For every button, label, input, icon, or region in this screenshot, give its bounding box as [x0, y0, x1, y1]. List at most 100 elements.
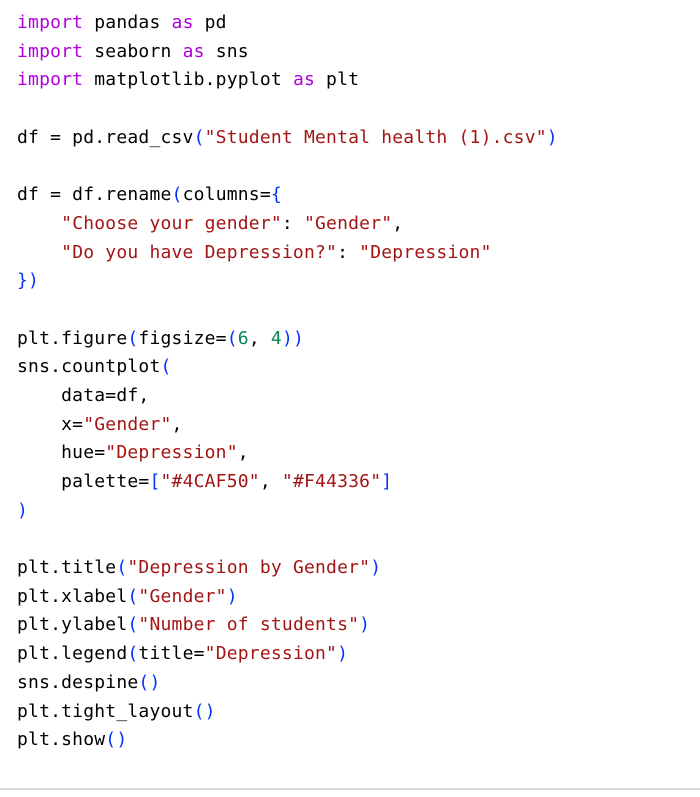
- code-token-plain: figsize=: [138, 327, 227, 349]
- code-line: plt.title("Depression by Gender"): [17, 554, 700, 583]
- code-line: [17, 95, 700, 124]
- code-token-plain: ,: [248, 327, 271, 349]
- code-token-plain: pandas: [83, 12, 172, 33]
- code-line: plt.figure(figsize=(6, 4)): [17, 325, 700, 354]
- code-token-string: "Depression by Gender": [127, 557, 371, 579]
- code-token-plain: ,: [237, 442, 249, 464]
- code-token-plain: plt.tight_layout: [17, 700, 194, 722]
- code-token-plain: sns.countplot: [17, 356, 161, 378]
- code-token-string: "Depression": [359, 241, 492, 263]
- code-line: [17, 152, 700, 181]
- code-token-keyword: as: [182, 40, 205, 62]
- code-line: data=df,: [17, 382, 700, 411]
- code-token-number: 4: [270, 327, 282, 349]
- code-token-plain: df = df.rename: [17, 184, 172, 206]
- code-token-plain: plt: [315, 69, 360, 91]
- code-line: plt.ylabel("Number of students"): [17, 611, 700, 640]
- code-token-string: "Gender": [83, 413, 172, 435]
- code-token-plain: ,: [259, 471, 282, 492]
- code-line: sns.countplot(: [17, 353, 700, 382]
- code-line: import seaborn as sns: [17, 38, 700, 67]
- code-line: df = df.rename(columns={: [17, 181, 700, 210]
- code-token-plain: ,: [171, 413, 183, 435]
- code-token-bracket: (: [127, 327, 139, 349]
- code-token-plain: plt.show: [17, 729, 106, 751]
- code-token-bracket: (: [171, 184, 183, 206]
- code-token-plain: plt.xlabel: [17, 585, 128, 607]
- code-line: [17, 525, 700, 554]
- code-line: }): [17, 267, 700, 296]
- code-token-plain: palette=: [17, 471, 150, 492]
- code-token-bracket: ): [359, 614, 371, 636]
- code-line: df = pd.read_csv("Student Mental health …: [17, 124, 700, 153]
- code-token-string: "Choose your gender": [61, 212, 282, 234]
- code-token-plain: title=: [138, 643, 205, 665]
- code-line: palette=["#4CAF50", "#F44336"]: [17, 468, 700, 497]
- code-token-keyword: as: [292, 69, 316, 91]
- code-line: plt.tight_layout(): [17, 698, 700, 727]
- code-token-keyword: import: [17, 69, 84, 91]
- code-token-plain: [17, 242, 61, 263]
- code-token-plain: columns=: [182, 184, 271, 206]
- code-token-plain: plt.figure: [17, 327, 128, 349]
- code-token-string: "Gender": [303, 212, 393, 234]
- code-token-keyword: import: [17, 40, 84, 62]
- code-token-string: "Depression": [105, 442, 238, 464]
- code-line: ): [17, 497, 700, 526]
- code-token-plain: sns.despine: [17, 671, 139, 693]
- code-token-bracket: (: [160, 356, 172, 378]
- code-token-bracket: (): [138, 671, 161, 693]
- code-token-bracket: }): [17, 270, 40, 292]
- code-token-plain: seaborn: [83, 40, 183, 62]
- code-token-string: "Student Mental health (1).csv": [204, 126, 547, 148]
- code-token-plain: sns: [204, 40, 249, 62]
- code-line: plt.show(): [17, 726, 700, 755]
- code-token-bracket: (): [105, 729, 128, 751]
- code-token-plain: pd: [193, 12, 227, 33]
- code-token-bracket: (: [127, 614, 139, 636]
- code-token-bracket: ): [370, 557, 382, 579]
- code-line: "Choose your gender": "Gender",: [17, 210, 700, 239]
- code-token-bracket: (: [127, 643, 139, 665]
- code-line: plt.legend(title="Depression"): [17, 640, 700, 669]
- code-token-plain: plt.ylabel: [17, 614, 128, 636]
- code-token-number: 6: [237, 327, 249, 349]
- bottom-divider: [0, 788, 700, 790]
- code-token-string: "Do you have Depression?": [61, 241, 338, 263]
- code-line: "Do you have Depression?": "Depression": [17, 239, 700, 268]
- code-token-bracket: ): [17, 499, 29, 521]
- code-token-plain: data=df,: [17, 384, 150, 406]
- code-token-bracket: (): [193, 700, 216, 722]
- code-token-bracket: {: [270, 184, 282, 206]
- code-token-plain: plt.legend: [17, 643, 128, 665]
- code-token-string: "#4CAF50": [160, 471, 260, 492]
- code-line: import matplotlib.pyplot as plt: [17, 66, 700, 95]
- code-token-string: "#F44336": [281, 471, 382, 492]
- code-token-bracket: (: [226, 327, 238, 349]
- code-token-plain: matplotlib.pyplot: [83, 69, 293, 91]
- code-line: sns.despine(): [17, 669, 700, 698]
- code-token-plain: plt.title: [17, 557, 117, 579]
- code-line: [17, 296, 700, 325]
- code-token-plain: :: [281, 212, 304, 234]
- code-token-plain: [17, 213, 61, 234]
- code-token-bracket: [: [149, 471, 161, 492]
- code-line: hue="Depression",: [17, 439, 700, 468]
- code-token-bracket: (: [127, 585, 139, 607]
- code-token-string: "Depression": [204, 643, 338, 665]
- code-token-plain: :: [337, 241, 360, 263]
- code-token-plain: ,: [392, 212, 404, 234]
- code-token-plain: df = pd.read_csv: [17, 126, 194, 148]
- code-token-string: "Number of students": [138, 614, 360, 636]
- code-token-string: "Gender": [138, 585, 227, 607]
- code-token-plain: x=: [17, 413, 84, 435]
- code-token-bracket: )): [281, 327, 305, 349]
- code-token-keyword: import: [17, 12, 84, 33]
- code-line: import pandas as pd: [17, 9, 700, 38]
- code-token-bracket: (: [193, 126, 205, 148]
- code-token-bracket: (: [116, 557, 128, 579]
- code-line: x="Gender",: [17, 411, 700, 440]
- code-token-plain: hue=: [17, 442, 106, 464]
